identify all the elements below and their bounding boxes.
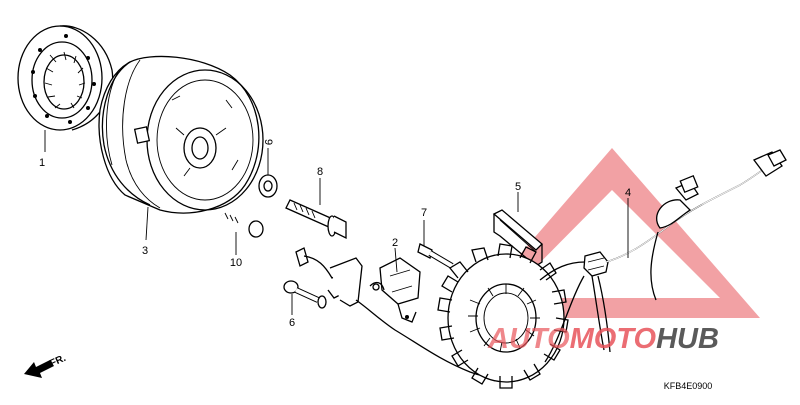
part-number-2: 2 (392, 237, 398, 249)
part-number-1: 1 (39, 157, 45, 169)
front-arrow-icon (24, 360, 54, 378)
watermark-suffix: HUB (656, 323, 719, 355)
part-number-10: 10 (230, 257, 242, 269)
washer (258, 148, 278, 198)
stator-coil-assembly (437, 149, 787, 389)
part-number-7: 7 (421, 207, 427, 219)
flywheel-rotor (98, 55, 264, 241)
flange-bolt-8 (285, 178, 347, 240)
front-direction-indicator: FR. (24, 353, 68, 378)
part-number-6: 6 (289, 317, 295, 329)
bolt-10 (221, 212, 264, 255)
part-number-3: 3 (142, 245, 148, 257)
diagram-code: KFB4E0900 (664, 381, 713, 391)
part-number-9: 9 (262, 139, 274, 145)
watermark-text: AUTOMOTOHUB (487, 323, 719, 355)
part-number-labels: 1 2 3 4 5 6 7 8 9 10 (39, 139, 631, 329)
watermark-prefix: AUTO (487, 323, 570, 355)
part-number-8: 8 (317, 166, 323, 178)
part-number-4: 4 (625, 187, 631, 199)
wire-clamp-plate (492, 192, 543, 267)
starter-clutch-ring (17, 25, 114, 152)
watermark-middle: MOTO (570, 323, 657, 355)
front-direction-label: FR. (48, 353, 67, 370)
bolt-6 (283, 280, 327, 315)
part-number-5: 5 (515, 181, 521, 193)
bolt-7 (417, 220, 454, 269)
